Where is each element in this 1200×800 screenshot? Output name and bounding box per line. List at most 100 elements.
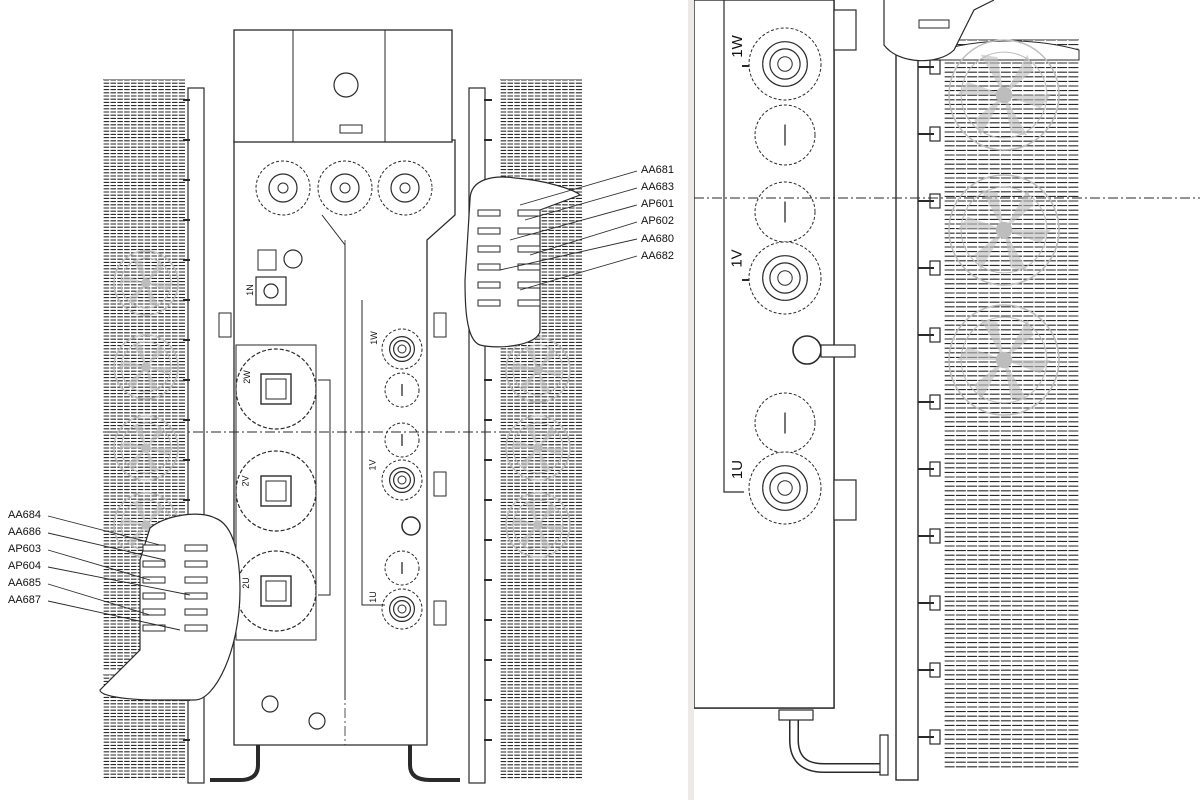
bl-flange-b2	[184, 576, 208, 584]
detail-bushing-1v-core	[777, 270, 793, 286]
hv-bushing-1v-inner	[393, 471, 412, 490]
detail-oil-valve	[792, 335, 822, 365]
tap-changer-core-1	[277, 182, 289, 194]
bl-flange-a2	[142, 576, 166, 584]
detail-bushing-label-1v: 1V	[728, 249, 746, 268]
tr-flange-b5	[517, 299, 541, 307]
panel-divider	[688, 0, 694, 800]
detail-bushing-label-1w: 1W	[728, 35, 746, 58]
watermark-fan-0	[113, 250, 179, 316]
detail-top-flange	[918, 19, 950, 29]
detail-bushing-1w-outer	[762, 41, 808, 87]
detail-header-pipe	[895, 0, 919, 781]
detail-bushing-1w-core	[777, 56, 793, 72]
leader-bottom-1	[47, 515, 161, 546]
callout-top-6: AA682	[641, 250, 675, 262]
leader-top-4	[529, 221, 638, 256]
detail-bottom-pipe	[789, 718, 882, 773]
detail-watermark-fan-0	[948, 39, 1060, 151]
detail-bottom-flange-2	[879, 734, 889, 776]
bl-flange-a3	[142, 592, 166, 600]
hv-bushing-1u-inner	[393, 599, 412, 618]
leader-bottom-5	[47, 583, 151, 616]
leader-bottom-6	[47, 600, 181, 631]
tr-flange-a0	[477, 209, 501, 217]
bl-flange-a0	[142, 544, 166, 552]
bushing-label-1w: 1W	[368, 331, 379, 345]
callout-bottom-5: AA685	[8, 577, 42, 589]
side-lug-3	[433, 600, 447, 626]
watermark-fan-2	[113, 415, 179, 481]
transformer-top-view: AA681 AA683 AP601 AP602 AA680 AA682 AA68…	[8, 29, 675, 784]
leader-top-2	[524, 187, 638, 221]
detail-bushing-1v-outer	[762, 255, 808, 301]
detail-oil-valve-spout	[820, 344, 856, 358]
callout-bottom-3: AP603	[8, 543, 42, 555]
side-lug-1	[433, 312, 447, 338]
tr-flange-a1	[477, 227, 501, 235]
side-lug-0	[218, 312, 232, 338]
detail-bushing-1u-core	[777, 480, 793, 496]
detail-bottom-flange	[778, 709, 814, 721]
bushing-label-1v: 1V	[367, 459, 378, 471]
leader-bottom-2	[47, 532, 166, 561]
cover-label-2u: 2U	[240, 577, 251, 589]
gauge-dial	[283, 249, 303, 269]
gauge-box	[257, 249, 277, 271]
neutral-label-1n: 1N	[244, 284, 255, 296]
bushing-label-1u: 1U	[367, 591, 378, 603]
detail-hv-lead	[723, 0, 744, 493]
bottom-pipe-right	[408, 745, 460, 782]
oil-valve	[401, 516, 421, 536]
bottom-left-pipe-loop	[99, 513, 241, 701]
bl-flange-b5	[184, 624, 208, 632]
bl-flange-b4	[184, 608, 208, 616]
watermark-fan-6	[505, 492, 571, 558]
lv-frame	[235, 344, 317, 641]
leader-top-3	[509, 204, 638, 241]
side-lug-2	[433, 471, 447, 497]
hv-bushing-1w-core	[397, 344, 407, 354]
hv-bushing-1v-core	[397, 475, 407, 485]
detail-bushing-1u-outer	[762, 465, 808, 511]
hv-bushing-1w-inner	[393, 340, 412, 359]
lv-cover-plate-inner-1	[265, 480, 287, 502]
tr-flange-b1	[517, 227, 541, 235]
callout-bottom-2: AA686	[8, 526, 42, 538]
detail-bushing-1u-inner	[769, 472, 801, 504]
leader-bottom-4	[47, 566, 191, 596]
tap-changer-inner-3	[390, 173, 420, 203]
callout-top-3: AP601	[641, 198, 675, 210]
hv-bushing-1v-ring	[381, 459, 423, 501]
watermark-fan-5	[505, 415, 571, 481]
tr-flange-b2	[517, 245, 541, 253]
detail-bottom-pipe-inner	[790, 718, 882, 772]
hv-bushing-1w-ring	[381, 328, 423, 370]
tr-flange-b3	[517, 263, 541, 271]
leader-top-5	[499, 238, 638, 271]
detail-watermark-fan-2	[948, 304, 1060, 416]
tap-changer-3	[377, 160, 433, 216]
tr-flange-b0	[517, 209, 541, 217]
tap-changer-inner-1	[268, 173, 298, 203]
tr-flange-b4	[517, 281, 541, 289]
detail-bushing-1w-ring	[748, 27, 822, 101]
cover-label-2v: 2V	[240, 475, 251, 487]
bl-flange-b0	[184, 544, 208, 552]
detail-lug-1	[833, 9, 857, 51]
bottom-pipe-left	[210, 745, 260, 782]
lv-cover-plate-inner-0	[265, 378, 287, 400]
detail-bushing-label-1u: 1U	[729, 459, 747, 480]
hv-lead-pipe	[361, 300, 385, 606]
detail-bushing-1u-ring	[748, 451, 822, 525]
callout-bottom-1: AA684	[8, 509, 42, 521]
sample-valve	[308, 712, 326, 730]
tr-flange-a5	[477, 299, 501, 307]
lv-lead-pipe	[318, 379, 331, 596]
neutral-box	[255, 276, 287, 306]
callout-top-5: AA680	[641, 233, 675, 245]
bl-flange-a1	[142, 560, 166, 568]
hv-bushing-1u-core	[397, 604, 407, 614]
tap-changer-core-3	[399, 182, 411, 194]
bl-flange-b3	[184, 592, 208, 600]
